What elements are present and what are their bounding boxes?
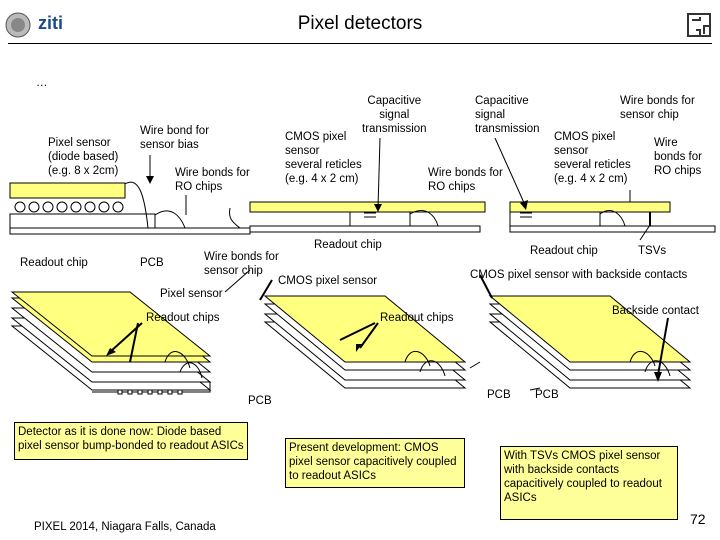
footer-conference: PIXEL 2014, Niagara Falls, Canada bbox=[34, 521, 216, 533]
stack3-graphic bbox=[479, 274, 692, 391]
d2-wire-bonds-ro-label: Wire bonds for RO chips bbox=[428, 167, 503, 193]
note-current-detector: Detector as it is done now: Diode based … bbox=[14, 422, 248, 460]
slide-title: Pixel detectors bbox=[297, 13, 423, 34]
d3-capacitive-label: Capacitive signal transmission bbox=[475, 95, 540, 135]
diagram1-graphic bbox=[9, 155, 251, 235]
s2-readout-chips-label: Readout chips bbox=[380, 312, 454, 324]
ziti-logo-text: ziti bbox=[38, 13, 63, 33]
d3-readout-chip-label: Readout chip bbox=[530, 245, 598, 257]
d3-wire-ro-label: Wire bonds for RO chips bbox=[654, 137, 702, 177]
stack2-graphic bbox=[263, 295, 481, 389]
s2-pcb-label: PCB bbox=[487, 389, 511, 401]
title-divider bbox=[8, 43, 712, 44]
s1-pcb-label: PCB bbox=[248, 395, 272, 407]
d2-capacitive-label: Capacitive signal transmission bbox=[362, 95, 427, 135]
s3-backside-contact-label: Backside contact bbox=[612, 305, 699, 317]
s3-pcb-label: PCB bbox=[535, 389, 559, 401]
d3-tsvs-label: TSVs bbox=[638, 245, 667, 257]
d3-backside-label: CMOS pixel sensor with backside contacts bbox=[470, 269, 688, 281]
d2-cmos-pixel-sensor-label: CMOS pixel sensor bbox=[278, 275, 378, 287]
ziti-logo-icon bbox=[687, 13, 711, 37]
d1-pixel-sensor-label: Pixel sensor (diode based) (e.g. 8 x 2cm… bbox=[48, 137, 119, 177]
s1-pixel-sensor-label: Pixel sensor bbox=[160, 288, 223, 300]
ellipsis: … bbox=[36, 77, 48, 89]
d1-readout-chip-label: Readout chip bbox=[20, 257, 88, 269]
note-present-development: Present development: CMOS pixel sensor c… bbox=[285, 438, 465, 488]
d3-wire-bonds-sensor-label: Wire bonds for sensor chip bbox=[620, 95, 695, 121]
page-number: 72 bbox=[690, 511, 706, 527]
stack1-graphic bbox=[10, 269, 273, 395]
note-with-tsvs: With TSVs CMOS pixel sensor with backsid… bbox=[500, 446, 678, 520]
d3-cmos-sensor-label: CMOS pixel sensor several reticles (e.g.… bbox=[554, 131, 631, 185]
d1-wire-bond-bias-label: Wire bond for sensor bias bbox=[140, 125, 210, 151]
d1-wire-bonds-sensor-label: Wire bonds for sensor chip bbox=[204, 251, 279, 277]
diagram3-graphic bbox=[494, 137, 716, 241]
d2-readout-chip-label: Readout chip bbox=[314, 239, 382, 251]
diagram2-graphic bbox=[229, 137, 486, 233]
d1-pcb-label: PCB bbox=[140, 257, 164, 269]
d2-cmos-sensor-label: CMOS pixel sensor several reticles (e.g.… bbox=[285, 131, 362, 185]
s1-readout-chips-label: Readout chips bbox=[146, 312, 220, 324]
d1-wire-bonds-ro-label: Wire bonds for RO chips bbox=[175, 167, 250, 193]
university-seal-icon bbox=[5, 12, 31, 38]
